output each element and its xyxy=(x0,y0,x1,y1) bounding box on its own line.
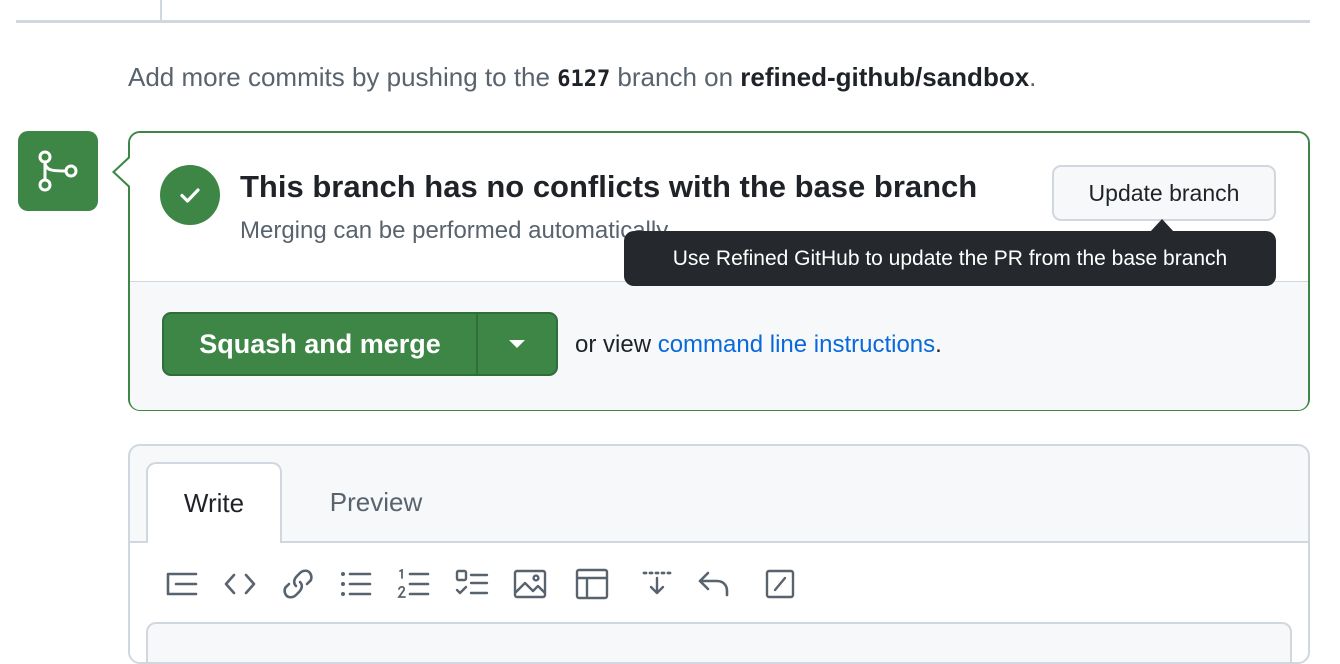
comment-textarea[interactable] xyxy=(146,622,1292,662)
merge-status-badge xyxy=(18,131,98,211)
code-icon[interactable] xyxy=(220,564,260,604)
ordered-list-icon[interactable] xyxy=(394,564,434,604)
merge-action-section: Squash and merge or view command line in… xyxy=(130,281,1308,410)
update-branch-button[interactable]: Update branch xyxy=(1052,165,1276,221)
tab-preview[interactable]: Preview xyxy=(329,486,423,517)
task-list-icon[interactable] xyxy=(452,564,492,604)
caret-down-icon xyxy=(509,340,525,348)
button-divider xyxy=(476,314,478,374)
slash-command-icon[interactable] xyxy=(760,564,800,604)
check-icon xyxy=(180,188,200,203)
push-hint: Add more commits by pushing to the 6127 … xyxy=(128,62,1037,92)
collapsible-icon[interactable] xyxy=(638,564,678,604)
squash-and-merge-button[interactable]: Squash and merge xyxy=(199,328,441,359)
timeline-line xyxy=(160,0,162,20)
check-circle-icon xyxy=(160,165,220,225)
section-divider xyxy=(16,20,1310,23)
unordered-list-icon[interactable] xyxy=(336,564,376,604)
command-line-hint: or view command line instructions. xyxy=(575,331,942,358)
reply-icon[interactable] xyxy=(694,564,734,604)
merge-box-pointer-fill xyxy=(115,158,130,186)
tab-strip-divider xyxy=(130,541,1308,543)
tab-write[interactable]: Write xyxy=(146,462,282,543)
table-icon[interactable] xyxy=(572,564,612,604)
update-branch-tooltip: Use Refined GitHub to update the PR from… xyxy=(624,231,1276,286)
branch-name: 6127 xyxy=(557,67,611,92)
tooltip-arrow xyxy=(1150,219,1174,232)
merge-status-subtitle: Merging can be performed automatically. xyxy=(240,217,674,244)
squash-merge-button-group: Squash and merge xyxy=(162,312,558,376)
repo-name: refined-github/sandbox xyxy=(740,62,1030,92)
merge-method-dropdown[interactable] xyxy=(478,314,556,374)
comment-box: Write Preview xyxy=(128,444,1310,664)
command-line-instructions-link[interactable]: command line instructions xyxy=(657,331,936,358)
image-icon[interactable] xyxy=(510,564,550,604)
merge-status-title: This branch has no conflicts with the ba… xyxy=(240,169,978,204)
git-merge-icon xyxy=(38,150,78,192)
link-icon[interactable] xyxy=(278,564,318,604)
heading-icon[interactable] xyxy=(162,564,202,604)
